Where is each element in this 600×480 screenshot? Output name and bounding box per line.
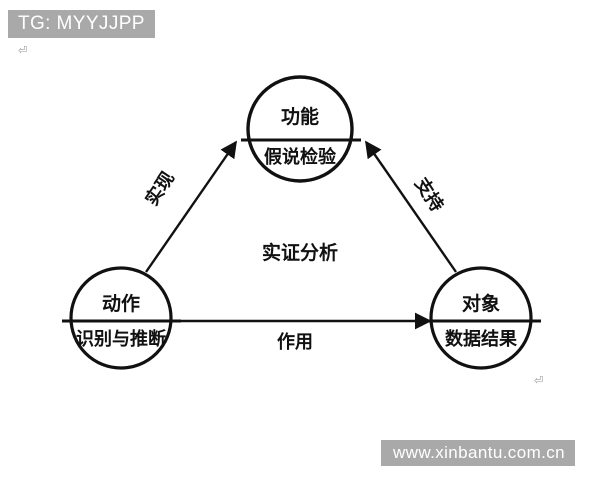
node-action-circle[interactable] <box>69 266 173 370</box>
node-object-title: 对象 <box>461 293 500 315</box>
node-object-subtitle: 数据结果 <box>445 329 517 350</box>
edge-line-object-to-function <box>365 140 457 273</box>
node-function[interactable] <box>241 75 361 183</box>
center-caption: 实证分析 <box>261 242 338 264</box>
node-action-title: 动作 <box>101 293 140 315</box>
node-function-title: 功能 <box>280 106 319 128</box>
node-action[interactable] <box>62 266 181 370</box>
edge-line-action-to-function <box>145 140 237 273</box>
watermark-bottom-right: www.xinbantu.com.cn <box>381 440 576 466</box>
node-object-circle[interactable] <box>429 266 533 370</box>
paragraph-mark-icon-bottom: ⏎ <box>534 374 544 387</box>
edge-label-act-on: 作用 <box>277 332 313 353</box>
paragraph-mark-icon-top: ⏎ <box>18 44 28 57</box>
node-function-subtitle: 假说检验 <box>264 147 336 168</box>
watermark-top-left: TG: MYYJJPP <box>8 10 155 38</box>
node-object[interactable] <box>424 266 541 370</box>
edge-object-to-function <box>365 140 457 273</box>
node-function-circle[interactable] <box>246 75 354 183</box>
edge-action-to-function <box>145 140 237 273</box>
node-action-subtitle: 识别与推断 <box>76 329 166 350</box>
